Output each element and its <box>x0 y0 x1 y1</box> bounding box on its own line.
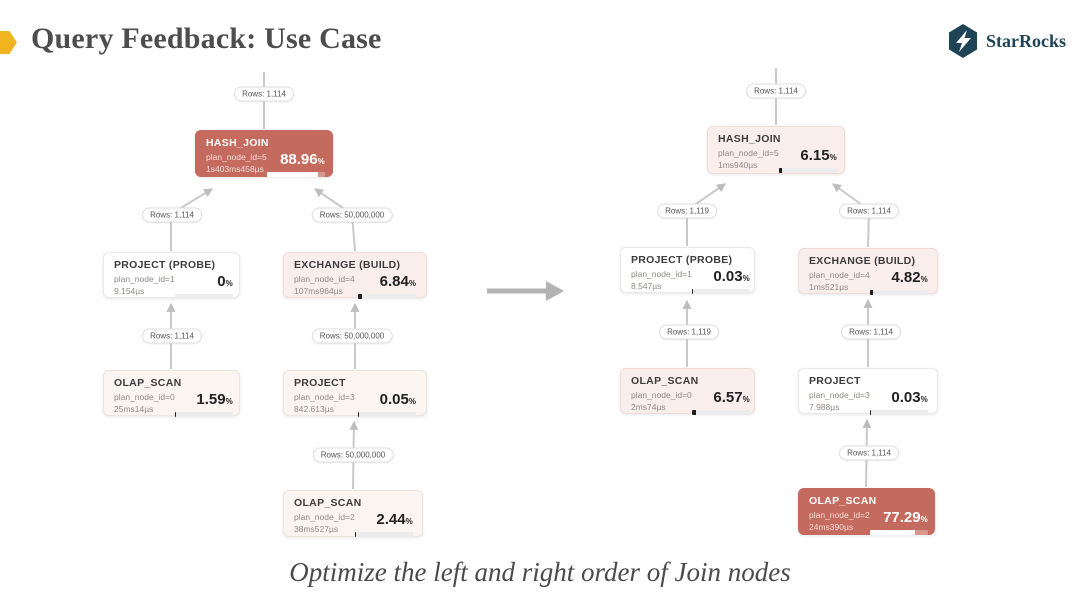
plan-node-time: 2ms74µs <box>631 402 666 413</box>
plan-node-title: OLAP_SCAN <box>631 375 699 387</box>
plan-node-id: plan_node_id=4 <box>809 270 870 280</box>
plan-node-progress-bar <box>174 293 233 299</box>
plan-node-before-project-probe: PROJECT (PROBE) plan_node_id=1 9.154µs 0% <box>103 252 240 299</box>
plan-node-id: plan_node_id=2 <box>294 512 355 522</box>
plan-node-time: 24ms390µs <box>809 522 854 533</box>
plan-node-id: plan_node_id=3 <box>809 390 870 400</box>
plan-node-progress-bar <box>869 289 928 295</box>
plan-node-after-project-probe: PROJECT (PROBE) plan_node_id=1 8.547µs 0.03… <box>620 247 755 294</box>
plan-node-title: PROJECT (PROBE) <box>631 254 733 266</box>
plan-node-progress-bar <box>358 411 416 417</box>
plan-node-after-exchange-build: EXCHANGE (BUILD) plan_node_id=4 1ms521µs 4.… <box>798 248 938 295</box>
plan-node-id: plan_node_id=3 <box>294 392 355 402</box>
plan-node-before-olap-scan-left: OLAP_SCAN plan_node_id=0 25ms14µs 1.59% <box>103 370 240 417</box>
plan-node-time: 25ms14µs <box>114 404 154 415</box>
plan-node-percent: 1.59% <box>196 391 233 408</box>
plan-node-title: PROJECT <box>809 375 861 387</box>
plan-node-percent: 6.84% <box>379 273 416 290</box>
plan-node-progress-bar <box>869 529 928 535</box>
plan-node-percent: 2.44% <box>376 511 413 528</box>
plan-node-before-project: PROJECT plan_node_id=3 842.613µs 0.05% <box>283 370 427 417</box>
rows-label-after-row2-left: Rows: 1,119 <box>657 203 717 219</box>
rows-label-after-row3-right: Rows: 1,114 <box>841 324 901 340</box>
plan-node-title: OLAP_SCAN <box>294 497 362 509</box>
plan-node-percent: 4.82% <box>891 269 928 286</box>
plan-node-percent: 88.96% <box>280 151 325 168</box>
rows-label-before-row3-left: Rows: 1,114 <box>142 328 202 344</box>
plan-node-progress-bar <box>778 167 837 173</box>
plan-node-after-olap-scan-left: OLAP_SCAN plan_node_id=0 2ms74µs 6.57% <box>620 368 755 415</box>
plan-node-time: 842.613µs <box>294 404 334 415</box>
plan-node-progress-bar <box>869 409 928 415</box>
plan-node-progress-bar <box>358 293 416 299</box>
plan-node-title: OLAP_SCAN <box>114 377 182 389</box>
plan-node-title: PROJECT (PROBE) <box>114 259 216 271</box>
plan-node-id: plan_node_id=1 <box>631 269 692 279</box>
plan-node-time: 38ms527µs <box>294 524 339 535</box>
plan-node-progress-bar <box>691 288 750 294</box>
plan-node-id: plan_node_id=1 <box>114 274 175 284</box>
plan-node-title: EXCHANGE (BUILD) <box>809 255 916 267</box>
plan-node-progress-bar <box>691 409 750 415</box>
rows-label-after-top: Rows: 1,114 <box>746 83 806 99</box>
title-bullet-icon <box>0 31 17 54</box>
rows-label-after-row2-right: Rows: 1,114 <box>839 203 899 219</box>
plan-node-percent: 0.03% <box>891 389 928 406</box>
transform-arrow <box>487 281 564 301</box>
rows-label-before-row2-right: Rows: 50,000,000 <box>311 207 393 223</box>
plan-node-title: EXCHANGE (BUILD) <box>294 259 401 271</box>
rows-label-after-bottom: Rows: 1,114 <box>839 445 899 461</box>
header: Query Feedback: Use Case StarRocks <box>0 0 1080 70</box>
plan-node-progress-bar <box>174 411 233 417</box>
rows-label-before-bottom: Rows: 50,000,000 <box>312 447 394 463</box>
plan-node-title: OLAP_SCAN <box>809 495 877 507</box>
rows-label-before-top: Rows: 1,114 <box>234 86 294 102</box>
plan-node-time: 1ms940µs <box>718 160 758 171</box>
plan-node-percent: 6.57% <box>713 389 750 406</box>
plan-node-id: plan_node_id=5 <box>718 148 779 158</box>
plan-node-percent: 0% <box>217 273 233 290</box>
plan-node-percent: 0.03% <box>713 268 750 285</box>
plan-node-time: 7.988µs <box>809 402 840 413</box>
plan-node-percent: 77.29% <box>883 509 928 526</box>
rows-label-before-row3-right: Rows: 50,000,000 <box>311 328 393 344</box>
caption: Optimize the left and right order of Joi… <box>289 557 791 587</box>
plan-node-id: plan_node_id=4 <box>294 274 355 284</box>
starrocks-logo: StarRocks <box>946 23 1066 59</box>
starrocks-logo-icon <box>949 24 977 58</box>
plan-node-before-exchange-build: EXCHANGE (BUILD) plan_node_id=4 107ms964µs… <box>283 252 427 299</box>
plan-node-progress-bar <box>266 171 325 177</box>
rows-label-before-row2-left: Rows: 1,114 <box>142 207 202 223</box>
plan-node-after-olap-scan-bottom: OLAP_SCAN plan_node_id=2 24ms390µs 77.29% <box>798 488 935 535</box>
plan-node-before-hash-join: HASH_JOIN plan_node_id=5 1s403ms458µs 88.96… <box>195 130 333 177</box>
page-title: Query Feedback: Use Case <box>31 22 382 55</box>
plan-node-percent: 0.05% <box>379 391 416 408</box>
plan-node-time: 9.154µs <box>114 286 145 297</box>
plan-node-id: plan_node_id=5 <box>206 152 267 162</box>
plan-node-after-hash-join: HASH_JOIN plan_node_id=5 1ms940µs 6.15% <box>707 126 845 174</box>
plan-node-title: HASH_JOIN <box>206 137 269 149</box>
plan-node-after-project: PROJECT plan_node_id=3 7.988µs 0.03% <box>798 368 938 415</box>
plan-node-percent: 6.15% <box>800 147 837 164</box>
plan-node-id: plan_node_id=2 <box>809 510 870 520</box>
plan-node-title: PROJECT <box>294 377 346 389</box>
plan-node-id: plan_node_id=0 <box>631 390 692 400</box>
rows-label-after-row3-left: Rows: 1,119 <box>659 324 719 340</box>
plan-node-id: plan_node_id=0 <box>114 392 175 402</box>
plan-node-time: 1ms521µs <box>809 282 849 293</box>
plan-node-title: HASH_JOIN <box>718 133 781 145</box>
plan-node-progress-bar <box>354 531 413 537</box>
plan-node-time: 107ms964µs <box>294 286 343 297</box>
starrocks-logo-text: StarRocks <box>986 30 1066 51</box>
plan-node-time: 1s403ms458µs <box>206 164 264 175</box>
plan-node-time: 8.547µs <box>631 281 662 292</box>
plan-node-before-olap-scan-bottom: OLAP_SCAN plan_node_id=2 38ms527µs 2.44% <box>283 490 423 537</box>
